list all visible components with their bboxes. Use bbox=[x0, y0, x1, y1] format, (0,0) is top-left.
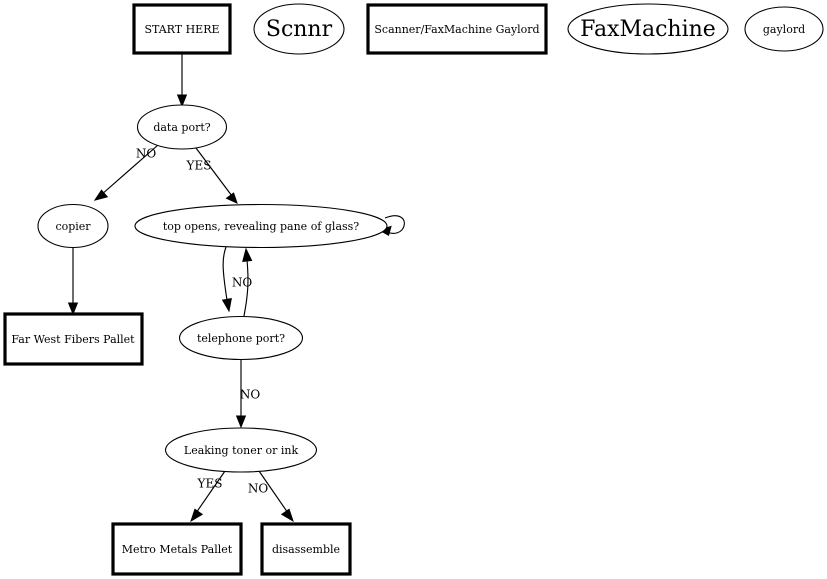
node-scanner-faxmachine-gaylord-label: Scanner/FaxMachine Gaylord bbox=[374, 23, 539, 36]
node-copier-label: copier bbox=[55, 220, 91, 233]
edge-label-layer: NO YES NO NO YES NO bbox=[136, 147, 269, 496]
edge-label-dataport-no: NO bbox=[136, 147, 157, 161]
node-telephone-port[interactable]: telephone port? bbox=[178, 315, 304, 361]
node-start-here-label: START HERE bbox=[144, 23, 219, 36]
node-data-port-label: data port? bbox=[153, 121, 210, 134]
edge-dataport-to-topopens bbox=[195, 147, 238, 204]
node-faxmachine-label: FaxMachine bbox=[580, 17, 716, 42]
edge-label-leaking-yes: YES bbox=[197, 477, 223, 491]
edge-label-topopens-no: NO bbox=[232, 276, 253, 290]
edge-copier-to-farwest bbox=[67, 248, 79, 316]
edge-topopens-to-telephone bbox=[221, 246, 232, 313]
node-disassemble-label: disassemble bbox=[272, 543, 340, 556]
edge-label-leaking-no: NO bbox=[248, 482, 269, 496]
edge-label-dataport-yes: YES bbox=[186, 159, 212, 173]
node-top-opens-label: top opens, revealing pane of glass? bbox=[163, 220, 359, 233]
edge-telephone-to-leaking bbox=[235, 360, 247, 429]
node-gaylord[interactable]: gaylord bbox=[744, 6, 824, 52]
edge-leaking-to-metrometals bbox=[190, 470, 226, 523]
node-scnnr[interactable]: Scnnr bbox=[253, 3, 345, 55]
node-top-opens[interactable]: top opens, revealing pane of glass? bbox=[134, 203, 388, 249]
node-copier[interactable]: copier bbox=[37, 203, 109, 249]
edge-label-telephone-no: NO bbox=[240, 388, 261, 402]
node-telephone-port-label: telephone port? bbox=[197, 332, 285, 345]
node-leaking-toner-or-ink[interactable]: Leaking toner or ink bbox=[164, 427, 318, 473]
node-gaylord-label: gaylord bbox=[763, 23, 805, 36]
edge-dataport-to-copier bbox=[93, 144, 159, 201]
node-start-here[interactable]: START HERE bbox=[132, 3, 232, 55]
node-scnnr-label: Scnnr bbox=[266, 17, 333, 42]
node-scanner-faxmachine-gaylord[interactable]: Scanner/FaxMachine Gaylord bbox=[366, 3, 548, 55]
node-far-west-fibers-pallet-label: Far West Fibers Pallet bbox=[11, 333, 135, 346]
node-data-port[interactable]: data port? bbox=[136, 104, 228, 150]
node-layer: START HERE Scnnr Scanner/FaxMachine Gayl… bbox=[3, 3, 824, 576]
node-faxmachine[interactable]: FaxMachine bbox=[567, 3, 729, 55]
edge-start-to-dataport bbox=[176, 53, 188, 108]
node-metro-metals-pallet[interactable]: Metro Metals Pallet bbox=[111, 522, 243, 576]
edge-layer bbox=[67, 53, 405, 523]
node-metro-metals-pallet-label: Metro Metals Pallet bbox=[122, 543, 233, 556]
edge-leaking-to-disassemble bbox=[258, 470, 294, 523]
node-disassemble[interactable]: disassemble bbox=[260, 522, 352, 576]
node-leaking-toner-or-ink-label: Leaking toner or ink bbox=[184, 444, 299, 457]
node-far-west-fibers-pallet[interactable]: Far West Fibers Pallet bbox=[3, 312, 144, 366]
edge-telephone-to-topopens bbox=[242, 247, 253, 317]
